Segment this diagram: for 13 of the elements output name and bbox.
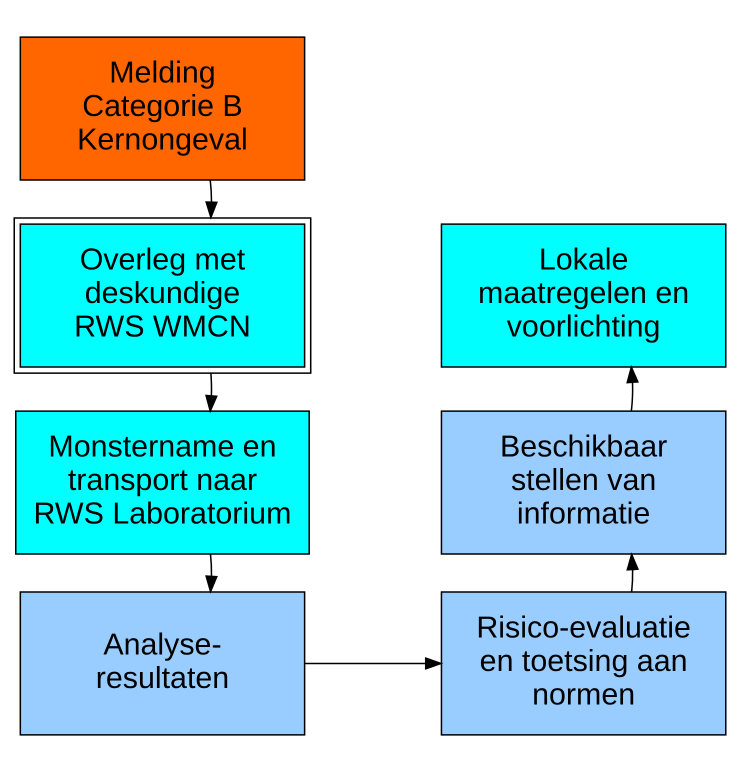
arrow [626,364,639,410]
node-box: Risico-evaluatie en toetsing aan normen [440,590,727,736]
node-box: Monstername en transport naar RWS Laboratorium [15,410,310,554]
node-box: Beschikbaar stellen van informatie [440,410,727,554]
node-box: Overleg met deskundige RWS WMCN [13,216,312,374]
arrow [626,552,640,592]
arrow [304,656,444,670]
node-box: Melding Categorie B Kernongeval [20,36,306,180]
arrow [205,180,218,220]
node-box: Lokale maatregelen en voorlichting [440,222,727,368]
arrow [205,554,218,594]
node-box: Analyse- resultaten [20,590,306,736]
arrow [205,372,218,413]
